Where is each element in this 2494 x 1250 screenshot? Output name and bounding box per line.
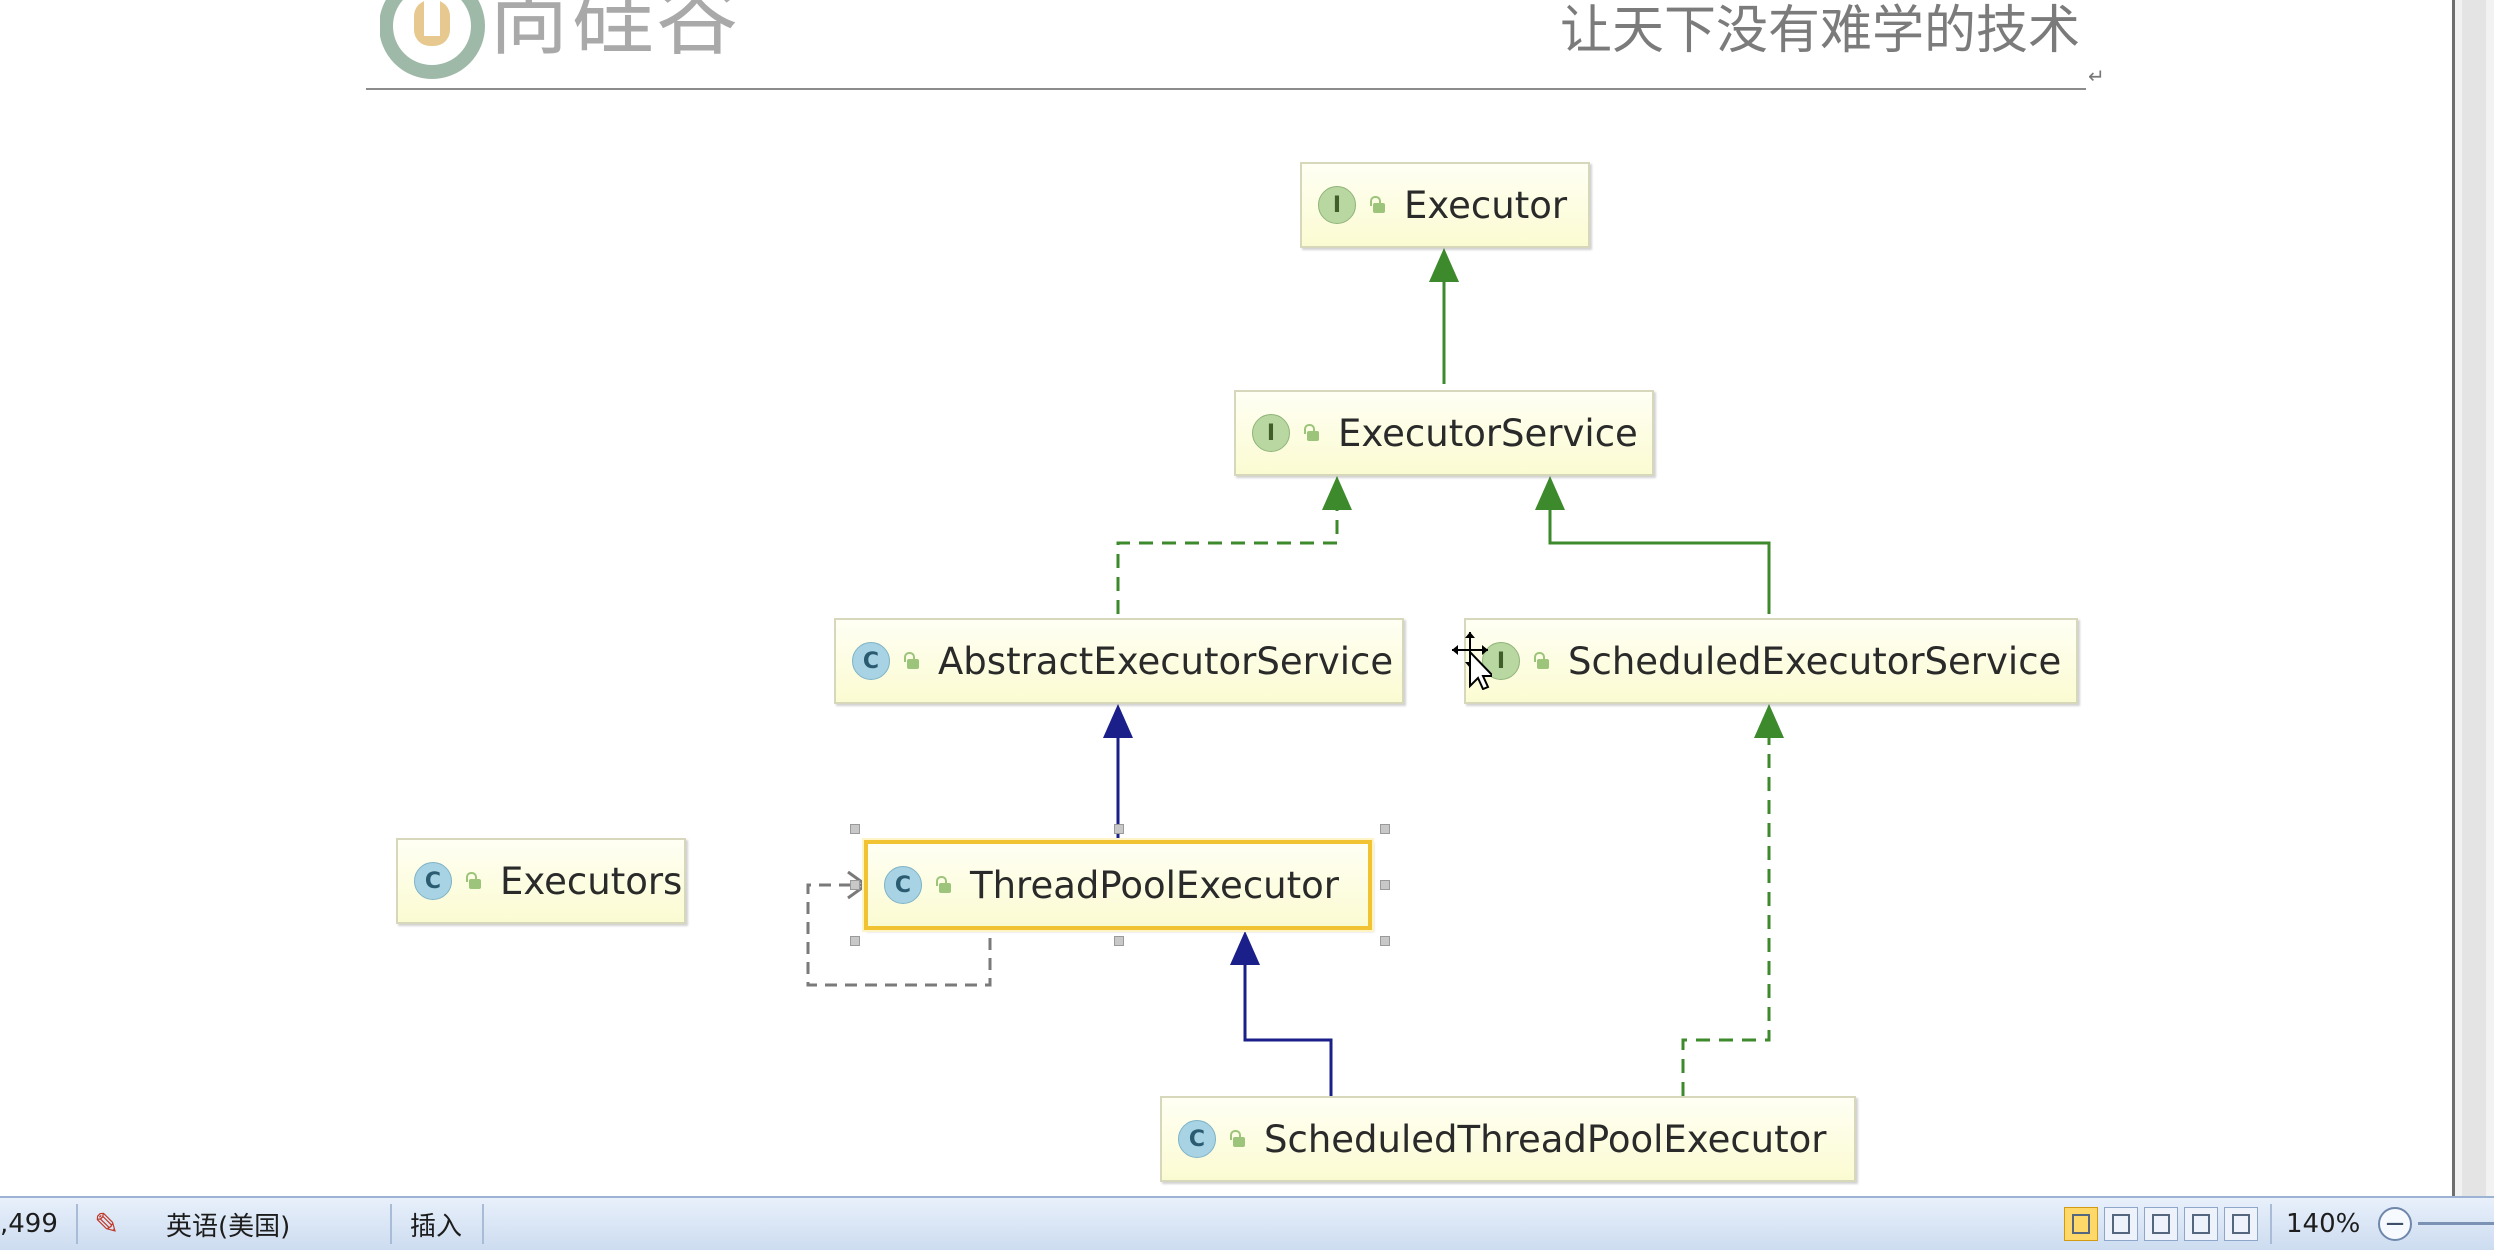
node-thread-pool-executor[interactable]: C ThreadPoolExecutor [864,840,1372,930]
vertical-scrollbar[interactable] [2462,0,2486,1196]
word-count[interactable]: ,499 [0,1209,58,1239]
zoom-slider[interactable] [2418,1222,2494,1225]
web-layout-view-icon[interactable] [2144,1207,2178,1241]
selection-handle[interactable] [850,880,860,890]
minus-icon: − [2378,1207,2412,1241]
node-abstract-executor-service[interactable]: C AbstractExecutorService [834,618,1404,704]
print-layout-view-icon[interactable] [2064,1207,2098,1241]
lock-icon [904,652,922,670]
selection-handle[interactable] [850,824,860,834]
status-separator [482,1204,484,1244]
lock-icon [1230,1130,1248,1148]
edge-abstractexecutorservice-to-executorservice-arrowhead [1322,476,1352,510]
node-label: ScheduledThreadPoolExecutor [1264,1117,1827,1161]
zoom-level[interactable]: 140% [2286,1209,2361,1239]
class-icon: C [414,862,452,900]
paragraph-mark-icon: ↵ [2088,64,2105,88]
lock-icon [1370,196,1388,214]
status-bar: ,499 ✎ 英语(美国) 插入 140% − [0,1196,2494,1250]
edge-scheduledexecutorservice-to-executorservice [1548,506,1771,614]
brand-logo-icon [380,0,485,79]
lock-icon [1534,652,1552,670]
edge-scheduledexecutorservice-to-executorservice-arrowhead [1535,476,1565,510]
full-screen-reading-view-icon[interactable] [2104,1207,2138,1241]
node-label: Executor [1404,183,1568,227]
selection-handle[interactable] [1114,936,1124,946]
node-label: ExecutorService [1338,411,1638,455]
class-icon: C [884,866,922,904]
view-buttons [2064,1198,2264,1250]
edge-scheduledthreadpoolexecutor-to-scheduledexecutorservice [1681,738,1771,1096]
slogan: 让天下没有难学的技术 [1560,1,2081,61]
edge-abstractexecutorservice-to-executorservice [1116,506,1339,614]
edge-scheduledthreadpoolexecutor-to-scheduledexecutorservice-arrowhead [1754,704,1784,738]
selection-handle[interactable] [1114,824,1124,834]
lock-icon [1304,424,1322,442]
class-diagram [806,248,1784,1096]
node-executor[interactable]: I Executor [1300,162,1590,248]
lock-icon [466,872,484,890]
status-separator [2270,1204,2272,1244]
insert-mode-indicator[interactable]: 插入 [410,1211,463,1242]
move-cursor-icon [1452,632,1492,690]
selection-handle[interactable] [1380,824,1390,834]
interface-icon: I [1318,186,1356,224]
proofing-icon[interactable]: ✎ [94,1206,120,1242]
draft-view-icon[interactable] [2224,1207,2258,1241]
node-executors[interactable]: C Executors [396,838,686,924]
edge-scheduledthreadpoolexecutor-to-threadpoolexecutor [1243,962,1333,1096]
zoom-out-button[interactable]: − [2378,1198,2412,1250]
brand-name: 尚硅谷 [488,0,741,67]
node-label: ThreadPoolExecutor [970,863,1339,907]
node-label: Executors [500,859,683,903]
selection-handle[interactable] [1380,880,1390,890]
edge-scheduledthreadpoolexecutor-to-threadpoolexecutor-arrowhead [1230,931,1260,965]
node-scheduled-thread-pool-executor[interactable]: C ScheduledThreadPoolExecutor [1160,1096,1856,1182]
node-executor-service[interactable]: I ExecutorService [1234,390,1654,476]
status-separator [76,1204,78,1244]
edge-threadpoolexecutor-to-abstractexecutorservice-arrowhead [1103,704,1133,738]
lock-icon [936,876,954,894]
selection-handle[interactable] [1380,936,1390,946]
node-label: AbstractExecutorService [938,639,1394,683]
document-page [0,0,2452,1196]
node-label: ScheduledExecutorService [1568,639,2062,683]
language-indicator[interactable]: 英语(美国) [166,1211,291,1242]
node-scheduled-executor-service[interactable]: I ScheduledExecutorService [1464,618,2078,704]
interface-icon: I [1252,414,1290,452]
status-separator [390,1204,392,1244]
selection-handle[interactable] [850,936,860,946]
class-icon: C [1178,1120,1216,1158]
class-icon: C [852,642,890,680]
edge-executorservice-to-executor-arrowhead [1429,248,1459,282]
edge-threadpoolexecutor-self-dependency [806,883,992,987]
header-rule [366,88,2086,90]
outline-view-icon[interactable] [2184,1207,2218,1241]
